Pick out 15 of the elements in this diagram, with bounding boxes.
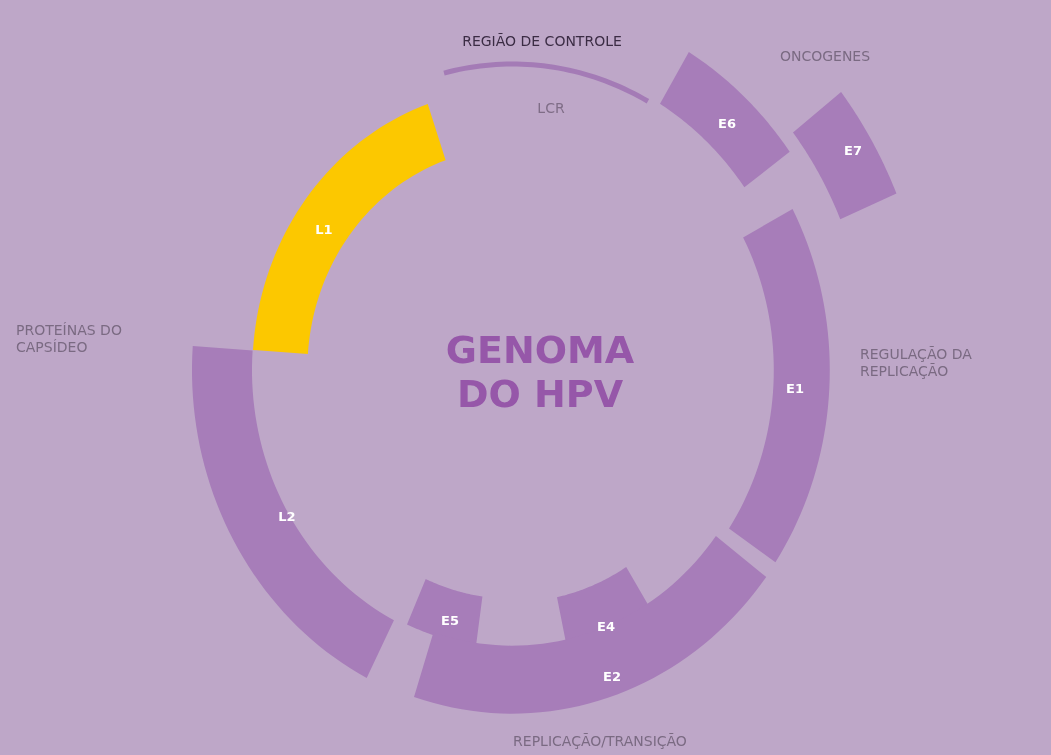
- gene-label: L1: [315, 221, 333, 237]
- group-label: ONCOGENES: [778, 48, 872, 65]
- gene-label: E7: [844, 142, 862, 158]
- gene-label: E4: [597, 618, 615, 634]
- gene-label: E6: [718, 115, 736, 131]
- gene-label: E5: [441, 612, 459, 628]
- group-label: REGULAÇÃO DA REPLICAÇÃO: [860, 346, 973, 380]
- gene-label: L2: [278, 508, 296, 524]
- gene-label: E1: [786, 380, 804, 396]
- gene-label: E2: [603, 668, 621, 684]
- gene-label: LCR: [537, 100, 565, 116]
- diagram-title: GENOMA DO HPV: [444, 328, 636, 416]
- group-label: PROTEÍNAS DO CAPSÍDEO: [16, 322, 123, 356]
- group-label: REPLICAÇÃO/TRANSIÇÃO: [512, 733, 688, 750]
- group-label: REGIÃO DE CONTROLE: [461, 33, 623, 50]
